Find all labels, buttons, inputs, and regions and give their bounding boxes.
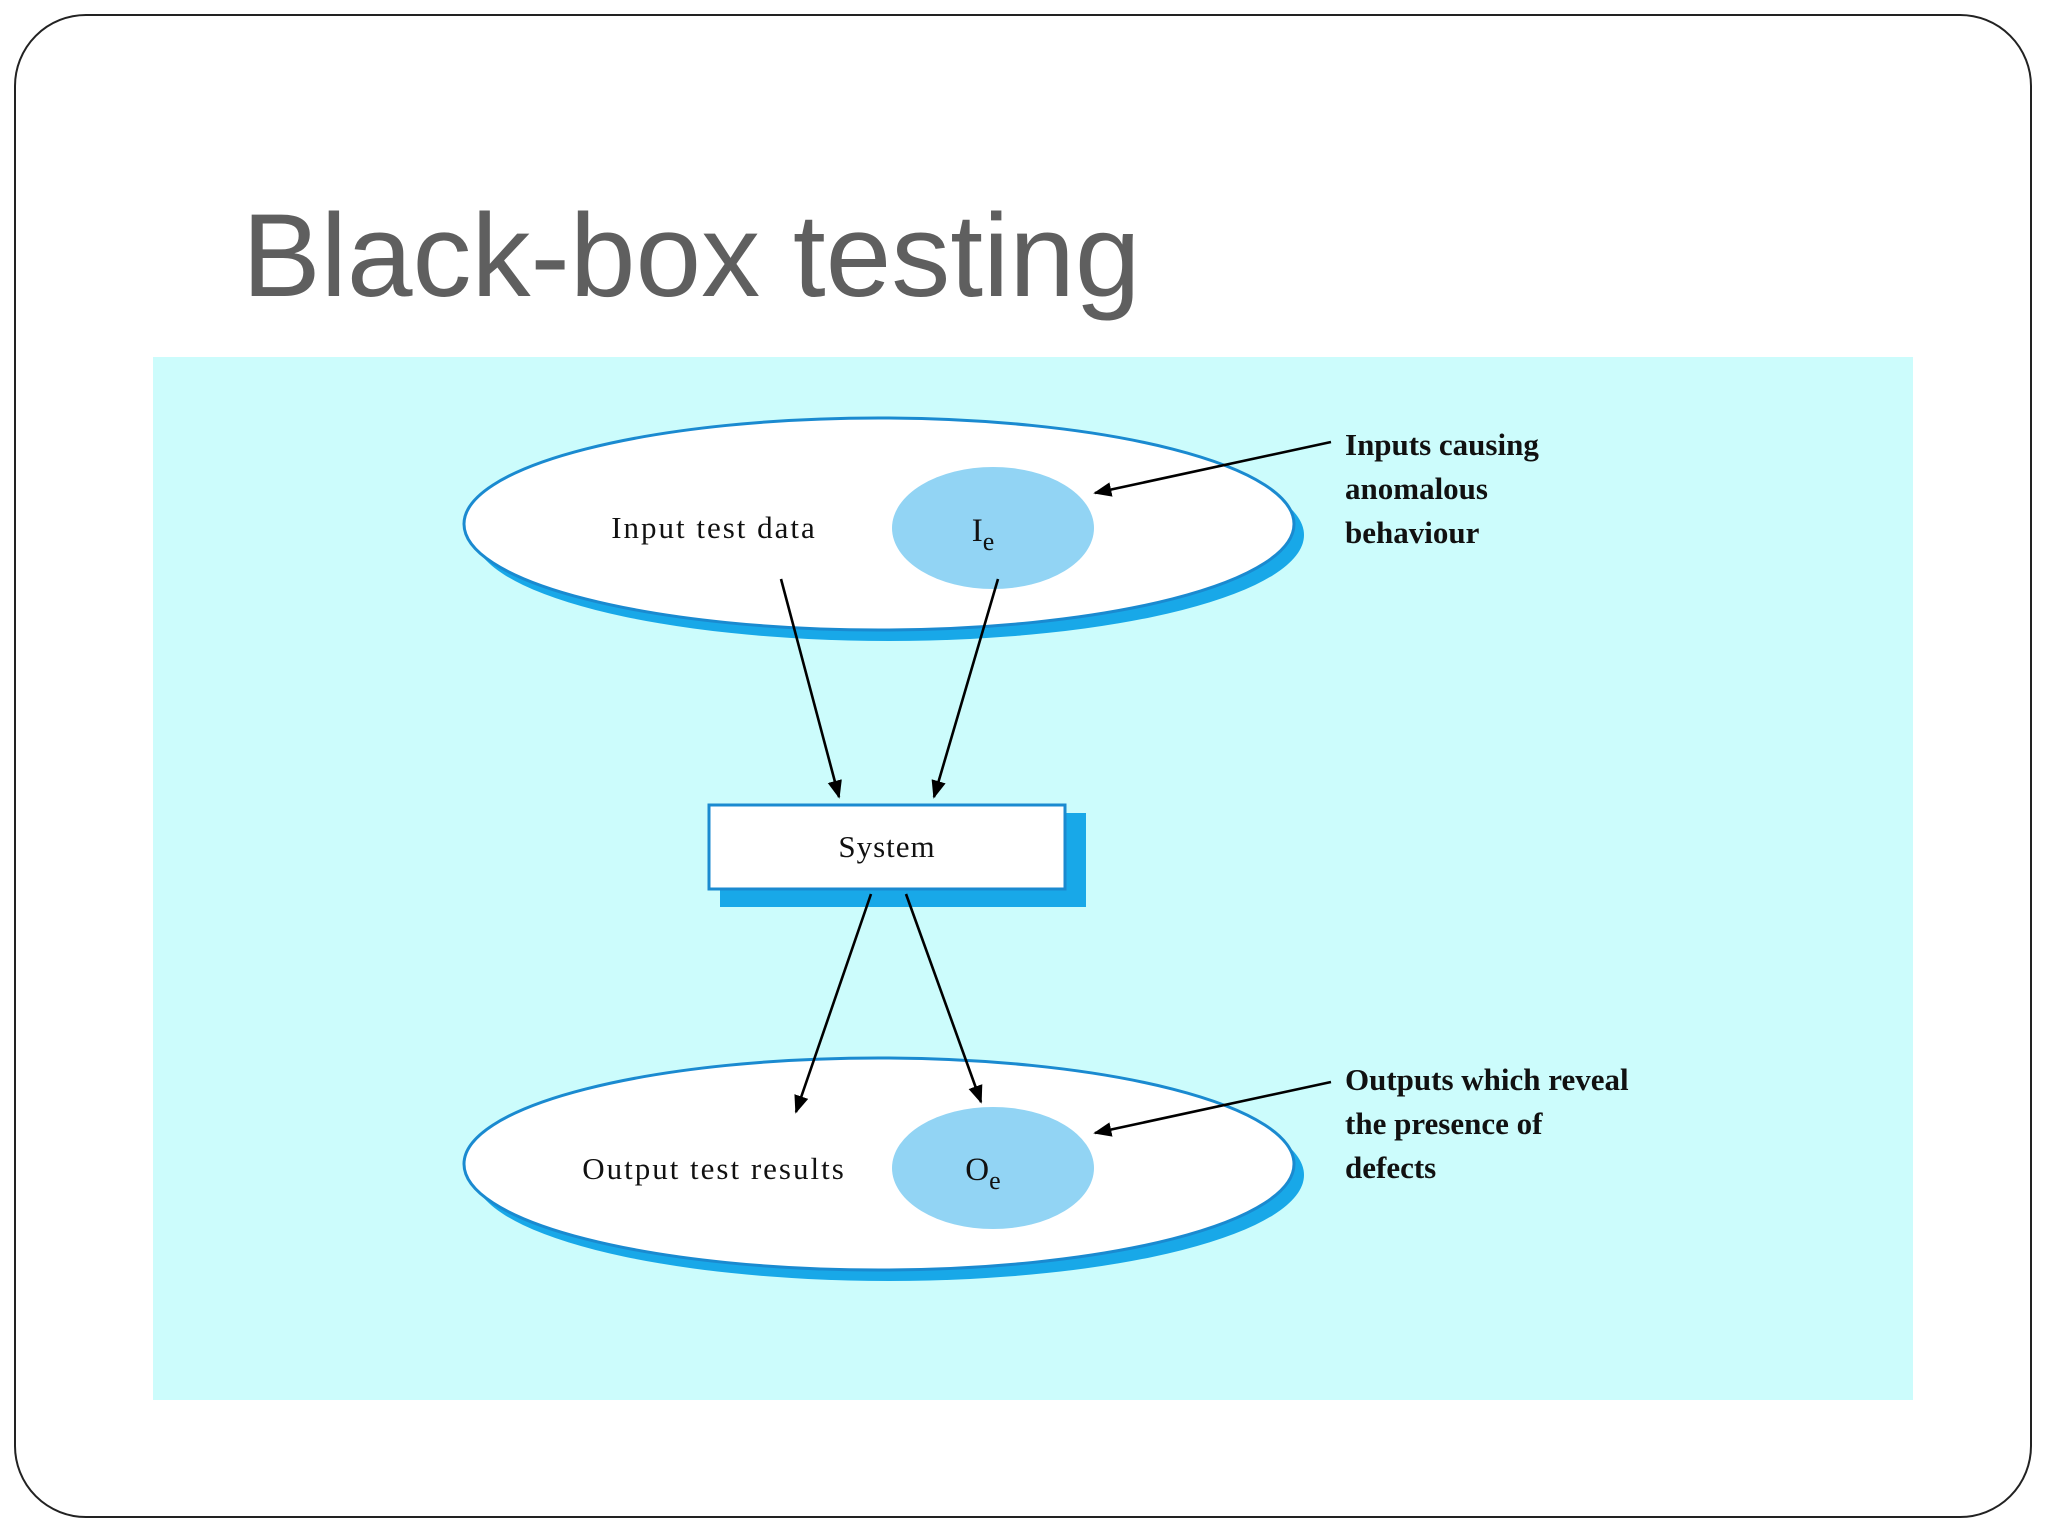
- output-subset-subscript: e: [989, 1166, 1001, 1195]
- output-callout-line-2: the presence of: [1345, 1106, 1543, 1141]
- system-box: System: [707, 803, 1086, 907]
- arrow-input-callout: [1093, 440, 1332, 497]
- output-set-label: Output test results: [582, 1151, 846, 1186]
- input-subset-ellipse: [892, 467, 1094, 589]
- input-subset-label: Ie: [972, 513, 995, 556]
- slide-title: Black-box testing: [242, 190, 1141, 322]
- arrow-input-data-to-system: [779, 578, 842, 799]
- input-set-ellipse: [462, 416, 1296, 632]
- input-set-label: Input test data: [611, 510, 817, 545]
- output-subset-label: Oe: [965, 1152, 1000, 1195]
- arrow-output-callout: [1093, 1080, 1332, 1137]
- system-box-rect: [707, 803, 1067, 891]
- arrow-input-subset-to-system: [931, 578, 1000, 799]
- input-subset-subscript: e: [983, 527, 995, 556]
- system-label: System: [838, 829, 935, 864]
- input-callout-text: Inputs causing anomalous behaviour: [1345, 427, 1547, 550]
- input-set: Input test data Ie: [462, 416, 1304, 641]
- arrow-system-to-output-subset: [904, 893, 983, 1104]
- arrow-system-to-output-results: [794, 893, 873, 1114]
- output-callout-line-3: defects: [1345, 1150, 1436, 1185]
- output-callout-text: Outputs which reveal the presence of def…: [1345, 1062, 1636, 1185]
- output-set: Output test results Oe: [462, 1056, 1304, 1281]
- input-callout-line-1: Inputs causing: [1345, 427, 1539, 462]
- input-callout-line-3: behaviour: [1345, 515, 1480, 550]
- output-subset-letter: O: [965, 1152, 989, 1188]
- output-set-ellipse: [462, 1056, 1296, 1272]
- input-callout-line-2: anomalous: [1345, 471, 1488, 506]
- input-subset-letter: I: [972, 513, 983, 549]
- black-box-diagram: Input test data Ie System Output test re…: [153, 357, 1913, 1400]
- output-subset-ellipse: [892, 1107, 1094, 1229]
- output-callout-line-1: Outputs which reveal: [1345, 1062, 1629, 1097]
